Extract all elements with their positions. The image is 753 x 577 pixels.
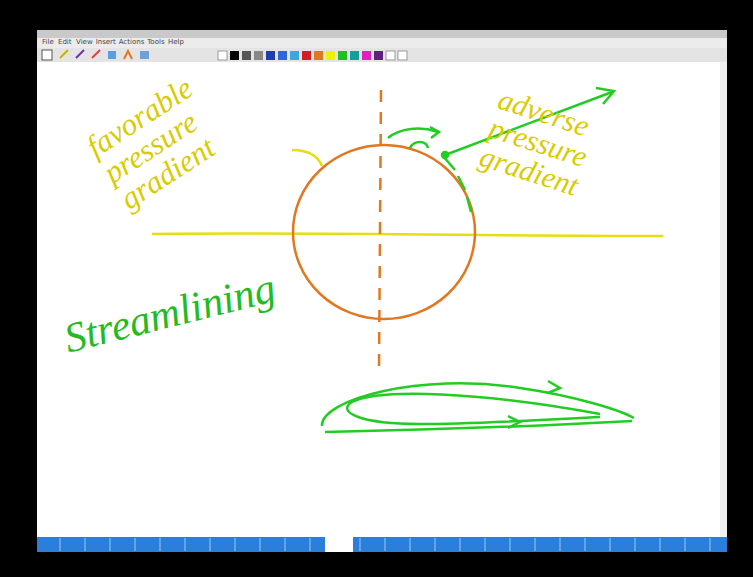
menu-item: Edit [58, 38, 72, 46]
page-bar [37, 537, 727, 552]
flow-axis-line [152, 233, 663, 236]
cylinder-circle [293, 145, 475, 319]
title-bar [37, 30, 727, 38]
menu-item: Actions [119, 38, 145, 46]
tool-bar [37, 48, 727, 62]
menu-item: File [42, 38, 54, 46]
menu-item: Help [168, 38, 184, 46]
page-indicator [325, 537, 353, 552]
menu-item: Insert [96, 38, 116, 46]
page-ticks [60, 538, 710, 551]
menu-bar [37, 38, 727, 48]
streamlined-body [322, 381, 634, 432]
symmetry-line [379, 90, 381, 372]
menu-item: Tools [147, 38, 164, 46]
leader-line [292, 150, 322, 166]
scroll-bar [720, 62, 727, 537]
tool-icons [42, 50, 407, 60]
menu-item: View [76, 38, 93, 46]
